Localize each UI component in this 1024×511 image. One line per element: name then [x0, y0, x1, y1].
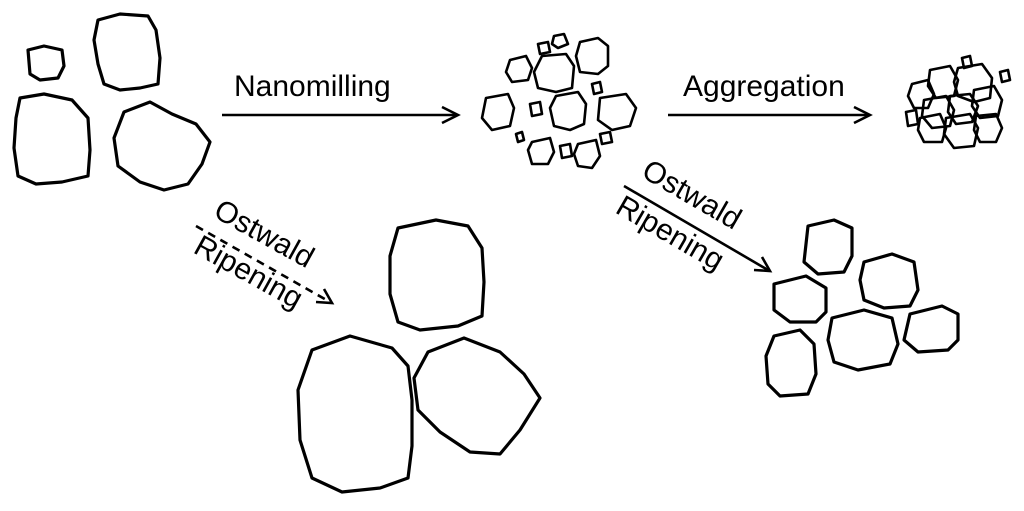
aggregation-label: Aggregation — [683, 70, 845, 103]
particle — [12, 92, 92, 186]
particle — [826, 308, 900, 372]
particle — [772, 274, 828, 324]
particle — [902, 304, 960, 354]
milled-particles — [480, 32, 638, 170]
aggregation-arrow — [668, 105, 873, 125]
particle — [572, 138, 602, 170]
particle — [514, 130, 526, 144]
particle — [590, 80, 604, 96]
particle — [802, 218, 854, 276]
particle — [598, 130, 614, 146]
ostwald-ripening-left-arrow — [195, 224, 335, 305]
particle — [536, 40, 552, 56]
particle — [388, 218, 486, 332]
particle — [920, 94, 956, 130]
particle — [550, 32, 570, 50]
initial-particles — [12, 12, 212, 192]
particle — [504, 54, 534, 84]
particle — [916, 112, 948, 144]
particle — [904, 108, 920, 128]
aggregated-cluster — [904, 54, 1012, 150]
particle — [972, 112, 1004, 144]
particle — [532, 52, 576, 94]
particle — [526, 136, 556, 166]
particle — [92, 12, 162, 92]
nanomilling-arrow — [222, 105, 461, 125]
particle — [548, 90, 588, 132]
particle — [946, 92, 980, 126]
particle — [858, 252, 920, 310]
particle — [998, 68, 1012, 84]
particle — [942, 112, 980, 150]
particle — [480, 92, 516, 132]
particle — [412, 336, 542, 456]
particle — [596, 92, 638, 132]
particle — [952, 62, 994, 104]
particle — [906, 78, 936, 110]
particle — [112, 100, 212, 192]
ostwald-ripening-right-arrow — [623, 184, 773, 273]
particle — [574, 36, 610, 76]
particle — [26, 44, 66, 82]
nanomilling-label: Nanomilling — [234, 70, 391, 103]
ripened-large-particles — [296, 218, 542, 494]
particle — [764, 328, 818, 398]
ripened-medium-particles — [764, 218, 960, 398]
particle — [528, 100, 544, 118]
particle — [558, 142, 574, 160]
particle — [296, 334, 414, 494]
